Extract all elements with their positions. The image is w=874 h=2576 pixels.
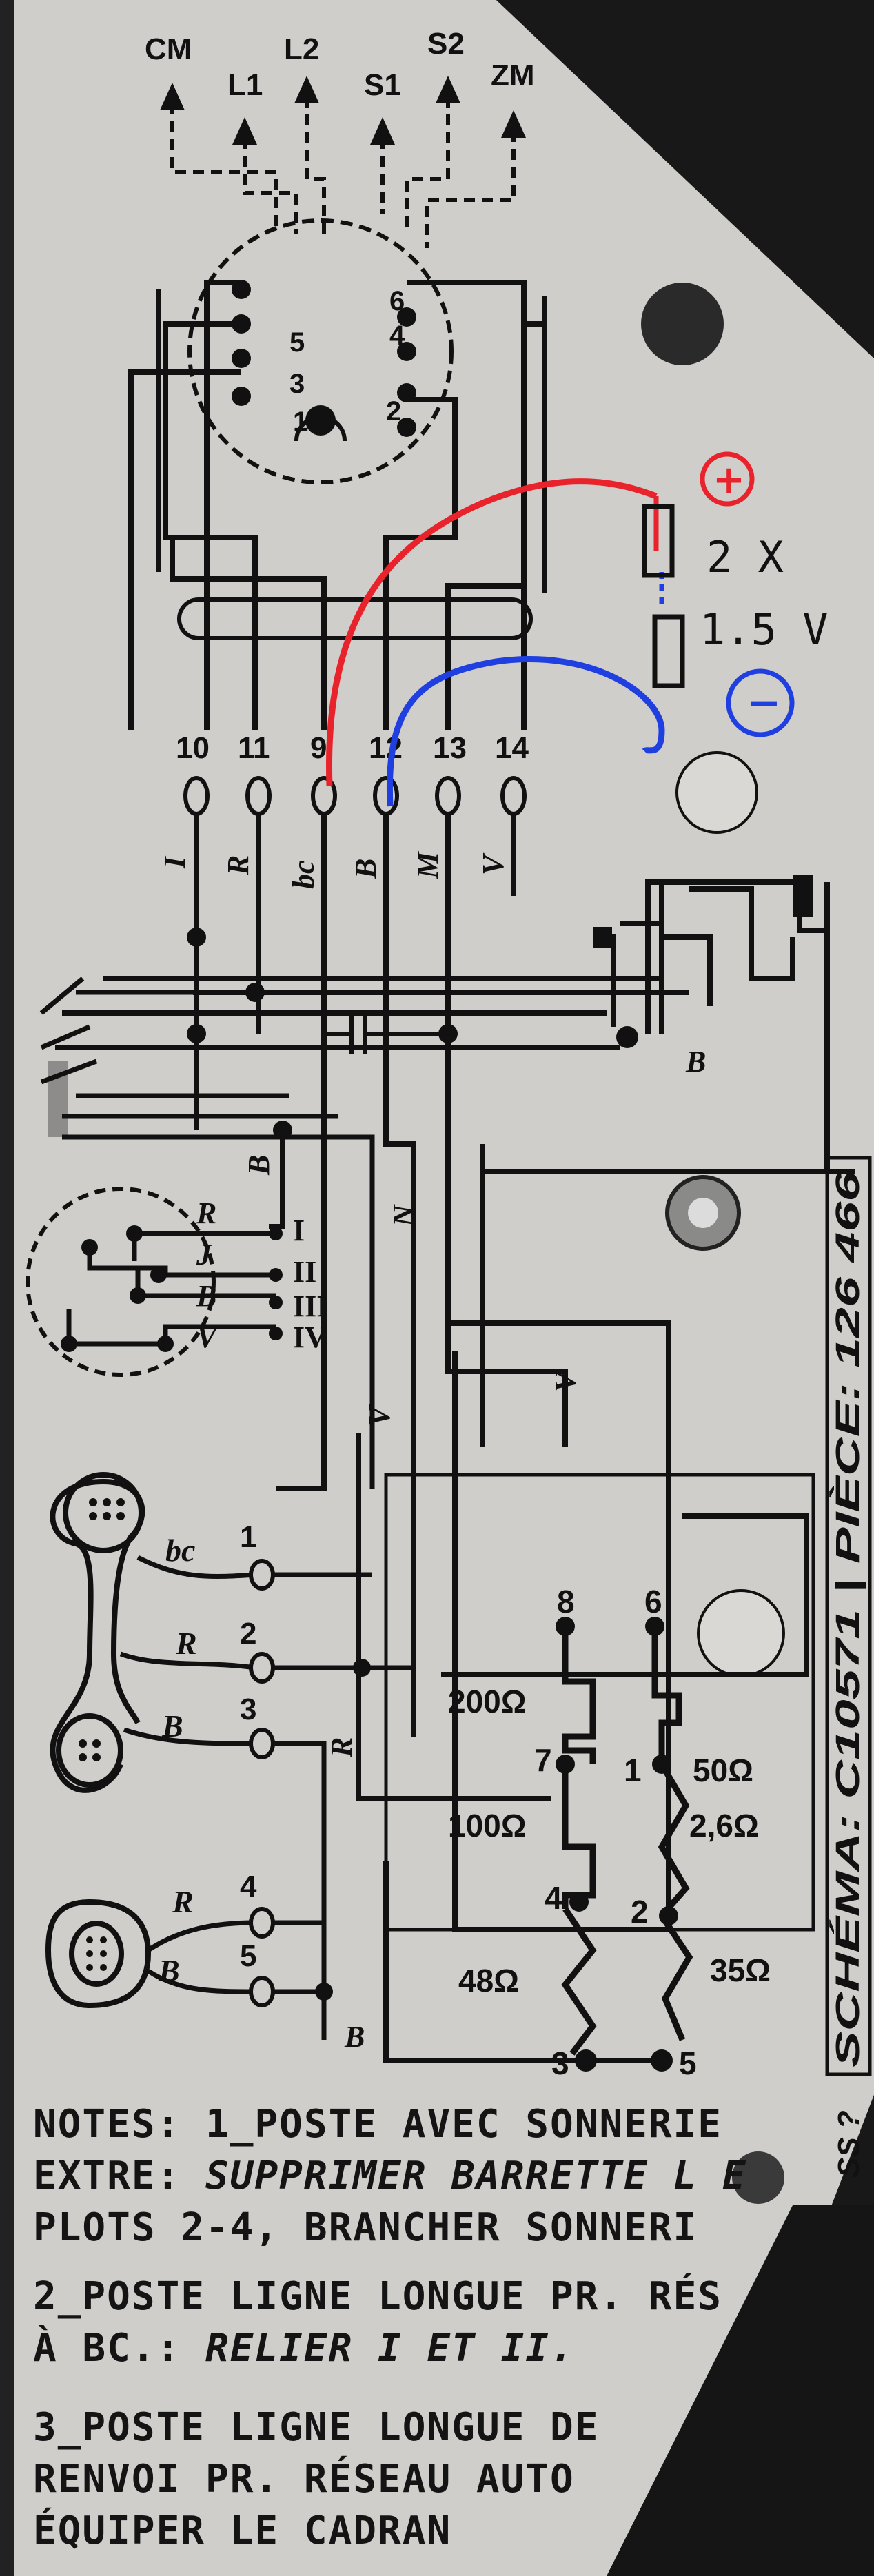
note-1-extre: EXTRE: <box>33 2154 181 2198</box>
wire-bottom-b: B <box>344 2020 365 2054</box>
mount-hole-mid <box>697 1589 785 1677</box>
conn-label-cm: CM <box>145 32 192 66</box>
minus-marker <box>726 668 795 737</box>
conn-label-zm: ZM <box>491 59 535 92</box>
dial-letter-b: B <box>196 1279 216 1313</box>
coil-value-35: 35Ω <box>710 1952 771 1988</box>
battery-annotation: + − 2 X 1.5 V <box>326 451 829 807</box>
svg-text:SCHÉMA: C10571 | PIÈCE: 126 46: SCHÉMA: C10571 | PIÈCE: 126 466 <box>829 1172 866 2067</box>
conn-pin-1: 1 <box>293 407 308 437</box>
handset-icon <box>50 1472 145 1793</box>
note-1-line-1: NOTES: 1_POSTE AVEC SONNERIE <box>33 2102 723 2147</box>
note-1-supprimer: SUPPRIMER BARRETTE L E <box>181 2154 747 2198</box>
coil-value-2-6: 2,6Ω <box>689 1808 759 1843</box>
conn-label-s1: S1 <box>364 68 401 102</box>
schema-side-label: SCHÉMA: C10571 | PIÈCE: 126 466 SS ? <box>825 1156 872 2178</box>
handset-num-5: 5 <box>240 1939 256 1973</box>
handset-num-3: 3 <box>240 1693 256 1726</box>
dial-letter-j: J <box>196 1238 213 1271</box>
conn-label-l2: L2 <box>284 32 319 66</box>
conn-pin-6: 6 <box>389 286 405 316</box>
dial-contact-group: R J B V I II III IV <box>26 1187 328 1377</box>
wire-mid-v2: V <box>549 1369 582 1392</box>
handset-letter-r2: R <box>172 1884 194 1919</box>
battery-cell-1 <box>642 504 675 578</box>
note-3-line-3: ÉQUIPER LE CADRAN <box>33 2508 452 2553</box>
dial-roman-4: IV <box>293 1320 327 1354</box>
note-3-line-2: RENVOI PR. RÉSEAU AUTO <box>33 2457 575 2502</box>
wire-letter-v: V <box>476 852 510 875</box>
coil-pin-8: 8 <box>557 1584 575 1619</box>
coil-value-200: 200Ω <box>448 1684 527 1719</box>
coil-pin-2: 2 <box>631 1894 649 1930</box>
battery-voltage: 1.5 V <box>700 604 829 655</box>
coil-value-50: 50Ω <box>693 1752 753 1788</box>
battery-cell-2 <box>652 614 685 688</box>
handset-letter-b2: B <box>158 1953 180 1988</box>
dial-roman-2: II <box>293 1255 316 1289</box>
wire-letter-m: M <box>411 850 445 879</box>
note-1-line-2: EXTRE: SUPPRIMER BARRETTE L E <box>33 2154 747 2198</box>
wire-letter-bc: bc <box>287 860 321 889</box>
plus-sign: + <box>713 458 745 502</box>
terminal-num-9: 9 <box>310 731 327 765</box>
wire-letter-r: R <box>221 855 255 876</box>
wire-mid-r: R <box>325 1737 358 1758</box>
coil-pin-7: 7 <box>534 1742 552 1778</box>
coil-pin-4: 4 <box>545 1880 562 1916</box>
handset-letter-bc: bc <box>165 1533 195 1568</box>
handset-letter-r1: R <box>175 1626 197 1661</box>
battery-count: 2 X <box>707 532 784 582</box>
note-2-line-1: 2_POSTE LIGNE LONGUE PR. RÉS <box>33 2274 723 2319</box>
induction-coil: 8 7 4 3 6 1 2 5 200Ω 100Ω 48Ω 50Ω 2,6Ω 3… <box>384 1473 815 2081</box>
note-1-line-3: PLOTS 2-4, BRANCHER SONNERI <box>33 2205 698 2250</box>
note-2-line-2: À BC.: RELIER I ET II. <box>33 2326 575 2371</box>
minus-sign: − <box>746 679 781 727</box>
dial-letter-r: R <box>196 1196 216 1230</box>
plus-marker <box>700 451 755 507</box>
handset-num-4: 4 <box>240 1870 257 1903</box>
note-3-line-1: 3_POSTE LIGNE LONGUE DE <box>33 2405 600 2450</box>
dial-letter-v: V <box>196 1320 219 1354</box>
conn-label-s2: S2 <box>427 27 465 61</box>
dial-roman-1: I <box>293 1214 305 1247</box>
wire-mid-b: B <box>242 1155 276 1176</box>
wire-letter-i: I <box>158 855 192 869</box>
coil-pin-1: 1 <box>624 1752 642 1788</box>
coil-pin-3: 3 <box>551 2045 569 2081</box>
note-2-a-bc: À BC.: <box>33 2326 181 2371</box>
conn-label-l1: L1 <box>227 68 263 102</box>
circular-connector: 1 2 3 4 5 6 <box>187 218 454 484</box>
mount-hole-top <box>675 751 758 834</box>
wire-mid-v1: V <box>363 1404 396 1427</box>
terminal-num-11: 11 <box>238 731 270 765</box>
coil-pin-6: 6 <box>644 1584 662 1619</box>
schema-side-label-bottom: SS ? <box>832 2110 866 2178</box>
coil-value-100: 100Ω <box>448 1808 527 1843</box>
wire-mid-n: N <box>387 1203 420 1227</box>
terminal-num-10: 10 <box>176 731 210 765</box>
bracket-wire-b: B <box>685 1045 706 1079</box>
note-2-relier: RELIER I ET II. <box>181 2326 575 2371</box>
coil-pin-5: 5 <box>679 2045 697 2081</box>
conn-pin-3: 3 <box>289 369 305 399</box>
earpiece-icon <box>45 1899 152 2009</box>
terminal-num-13: 13 <box>433 731 467 765</box>
dial-roman-3: III <box>293 1289 328 1323</box>
wire-letter-b: B <box>349 859 383 879</box>
conn-pin-5: 5 <box>289 327 305 358</box>
conn-pin-4: 4 <box>389 320 405 351</box>
terminal-num-14: 14 <box>495 731 529 765</box>
coil-value-48: 48Ω <box>458 1963 519 1999</box>
handset-num-2: 2 <box>240 1617 256 1650</box>
handset-num-1: 1 <box>240 1520 256 1554</box>
handset-letter-b1: B <box>161 1708 183 1744</box>
conn-pin-2: 2 <box>386 396 401 427</box>
